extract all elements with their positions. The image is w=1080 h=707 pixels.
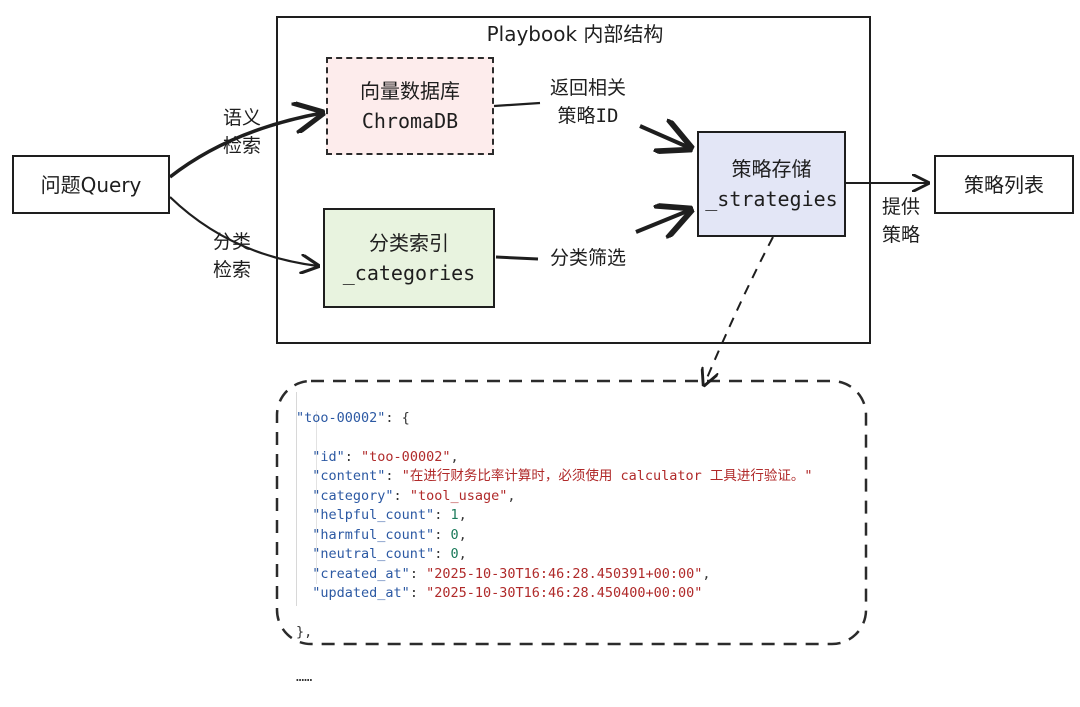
category-index-name: _categories <box>342 261 476 285</box>
code-field-value: 0 <box>450 526 459 543</box>
code-field-comma: , <box>458 507 467 523</box>
vector-db-title: 向量数据库 <box>360 79 460 103</box>
query-node: 问题Query <box>12 155 170 214</box>
code-line-close: }, <box>296 623 866 643</box>
code-field-value: 1 <box>450 507 459 523</box>
code-fields: "id": "too-00002", "content": "在进行财务比率计算… <box>296 448 866 604</box>
code-field-line: "helpful_count": 1, <box>312 507 467 523</box>
vector-db-name: ChromaDB <box>361 109 459 133</box>
arrow-filter-to-store <box>635 210 690 232</box>
code-field-comma: , <box>507 487 516 504</box>
code-field-value: 0 <box>450 546 459 562</box>
code-snippet: "too-00002": { "id": "too-00002", "conte… <box>296 389 866 707</box>
label-return-ids: 返回相关 策略ID <box>540 74 636 130</box>
query-node-label: 问题Query <box>40 172 142 197</box>
label-category-filter-text: 分类筛选 <box>549 247 626 269</box>
code-close-brace: }, <box>296 624 313 640</box>
line-vector-db-out <box>493 101 541 108</box>
code-field-key: "neutral_count" <box>312 546 435 562</box>
playbook-container-border <box>276 16 871 344</box>
code-field-comma: , <box>450 448 459 465</box>
code-field-line: "category": "tool_usage", <box>312 487 516 504</box>
code-field-line: "neutral_count": 0, <box>312 546 467 562</box>
label-semantic-search: 语义 检索 <box>214 104 270 160</box>
label-provide: 提供 策略 <box>873 193 929 249</box>
label-provide-line1: 提供 <box>881 196 920 218</box>
dashed-arrow-store-to-code <box>704 236 774 385</box>
code-field-key: "updated_at" <box>312 585 410 601</box>
code-field-value: "2025-10-30T16:46:28.450391+00:00" <box>426 565 703 582</box>
code-field-key: "category" <box>312 487 394 504</box>
code-field-line: "updated_at": "2025-10-30T16:46:28.45040… <box>312 585 703 601</box>
code-field-value: "tool_usage" <box>409 487 508 504</box>
category-index-title: 分类索引 <box>369 231 449 255</box>
code-object-key: "too-00002" <box>296 409 386 426</box>
code-field-key: "helpful_count" <box>312 507 435 523</box>
code-field-key: "id" <box>312 448 345 465</box>
label-category-search-line1: 分类 <box>212 231 251 253</box>
strategy-list-node: 策略列表 <box>934 155 1074 214</box>
code-line-ellipsis: …… <box>296 668 866 688</box>
code-indent-guide <box>296 392 297 606</box>
strategy-store-title: 策略存储 <box>731 157 812 181</box>
code-field-value: "在进行财务比率计算时，必须使用 calculator 工具进行验证。" <box>401 468 813 484</box>
code-ellipsis: …… <box>296 669 313 685</box>
strategy-store-name: _strategies <box>705 187 838 211</box>
label-semantic-search-line1: 语义 <box>222 107 261 129</box>
arrow-ids-to-store <box>639 126 690 148</box>
code-indent-guide-inner <box>316 411 317 584</box>
code-field-line: "harmful_count": 0, <box>312 526 467 543</box>
label-category-search-line2: 检索 <box>212 259 251 281</box>
line-category-out <box>495 255 539 261</box>
label-semantic-search-line2: 检索 <box>222 135 261 157</box>
strategy-list-label: 策略列表 <box>964 172 1044 197</box>
arrow-query-to-category <box>169 196 318 266</box>
code-field-line: "id": "too-00002", <box>312 448 459 465</box>
label-return-ids-line2: 策略ID <box>557 105 619 127</box>
diagram-connectors <box>168 16 1080 646</box>
code-field-comma: , <box>702 565 711 582</box>
label-provide-line2: 策略 <box>881 224 920 246</box>
code-field-line: "created_at": "2025-10-30T16:46:28.45039… <box>312 565 711 582</box>
code-field-comma: , <box>458 546 467 562</box>
code-field-value: "2025-10-30T16:46:28.450400+00:00" <box>426 585 703 601</box>
strategy-store-node: 策略存储 _strategies <box>697 131 846 237</box>
code-field-line: "content": "在进行财务比率计算时，必须使用 calculator 工… <box>312 468 813 484</box>
code-field-key: "content" <box>312 468 386 484</box>
label-category-filter: 分类筛选 <box>540 244 636 272</box>
container-title: Playbook 内部结构 <box>486 22 664 46</box>
vector-db-node: 向量数据库 ChromaDB <box>326 57 494 155</box>
label-category-search: 分类 检索 <box>204 228 260 284</box>
arrow-query-to-vector-db <box>168 113 322 179</box>
code-field-value: "too-00002" <box>361 448 451 465</box>
code-field-key: "harmful_count" <box>312 526 435 543</box>
code-field-key: "created_at" <box>312 565 410 582</box>
code-panel-border <box>275 379 868 646</box>
category-index-node: 分类索引 _categories <box>323 208 495 308</box>
code-field-comma: , <box>458 526 467 543</box>
code-line-open: "too-00002": { <box>296 409 410 426</box>
label-return-ids-line1: 返回相关 <box>549 77 626 99</box>
